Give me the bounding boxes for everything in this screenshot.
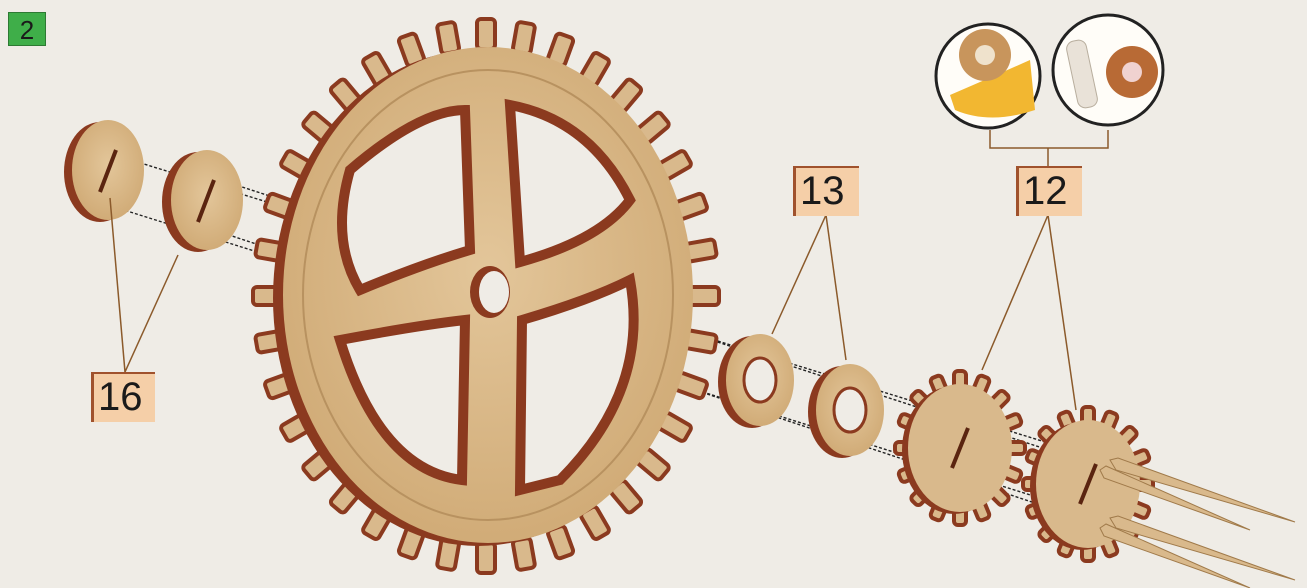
gear-tooth	[477, 19, 495, 49]
part-16-disc-1	[64, 120, 144, 222]
part-16-disc-2	[162, 150, 243, 252]
large-spoked-gear	[253, 19, 719, 573]
part-13-ring-1	[718, 334, 794, 428]
dowel-pins	[1100, 458, 1295, 588]
gear-tooth	[437, 22, 460, 55]
gear-tooth	[689, 287, 719, 305]
detail-magnifier-gear-glue	[936, 24, 1040, 128]
part-label-16: 16	[91, 372, 155, 422]
part-13-ring-2	[808, 364, 884, 458]
part-label-13: 13	[793, 166, 859, 216]
detail-magnifier-gear-dowel	[1053, 15, 1163, 125]
gear-tooth	[512, 538, 535, 571]
step-number-badge: 2	[8, 12, 46, 46]
part-label-12: 12	[1016, 166, 1082, 216]
gear-tooth	[477, 543, 495, 573]
part-12-gear-1	[895, 371, 1025, 525]
